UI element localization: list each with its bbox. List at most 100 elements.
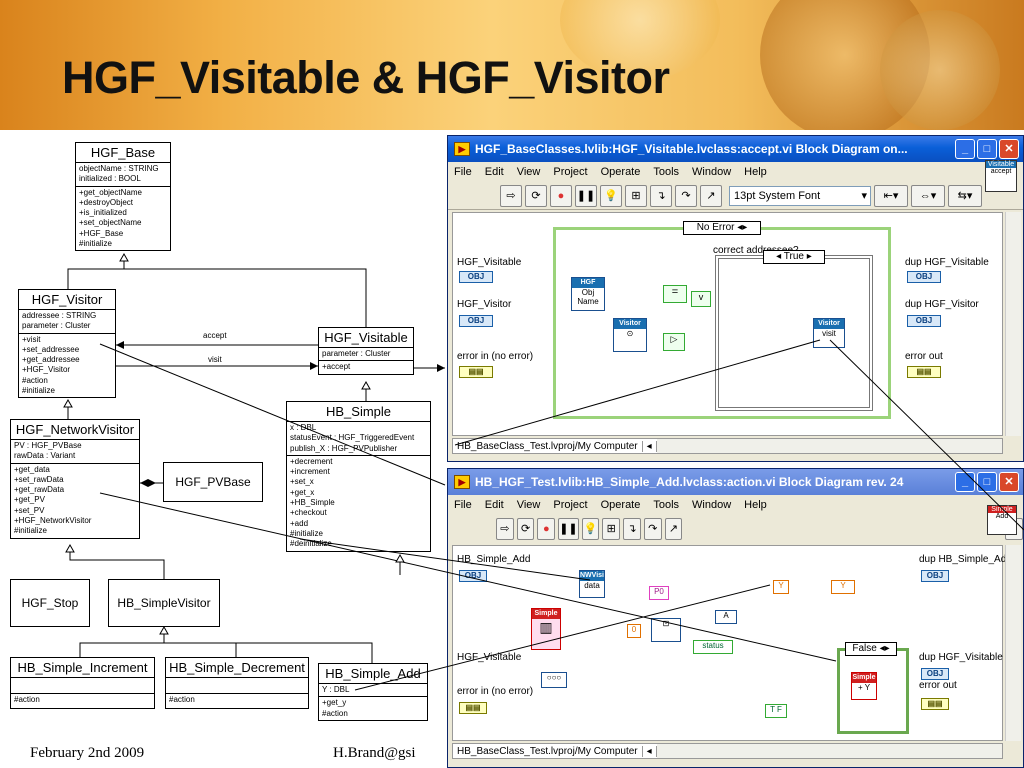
run-continuously-icon[interactable]: ⟳ [525, 184, 547, 207]
generalization-simplevisitor [69, 545, 165, 579]
error-cluster-node[interactable]: ○○○ [541, 672, 567, 688]
step-over-icon[interactable]: ↷ [675, 184, 697, 207]
minimize-button[interactable]: _ [955, 472, 975, 492]
class-attributes: Y : DBL [319, 684, 427, 698]
equal-comparison-node[interactable]: = [663, 285, 687, 303]
y-property-node-a[interactable]: Y [773, 580, 789, 594]
labview-icon: ▶ [454, 142, 470, 156]
window-title-bar[interactable]: ▶ HGF_BaseClasses.lvlib:HGF_Visitable.lv… [448, 136, 1023, 162]
numeric-constant-0[interactable]: 0 [627, 624, 641, 638]
horizontal-scrollbar[interactable] [656, 744, 1002, 758]
boolean-constant[interactable]: T F [765, 704, 787, 718]
block-diagram-window-accept[interactable]: ▶ HGF_BaseClasses.lvlib:HGF_Visitable.lv… [447, 135, 1024, 462]
case-selector-false[interactable]: False ◂▸ [845, 642, 897, 656]
menu-operate[interactable]: Operate [600, 499, 641, 511]
case-selector-true[interactable]: ◂ True ▸ [763, 250, 825, 264]
case-selector-no-error[interactable]: No Error ◂▸ [683, 221, 761, 235]
vertical-scrollbar[interactable] [1005, 545, 1021, 741]
run-arrow-icon[interactable]: ⇨ [500, 184, 522, 207]
font-select[interactable]: 13pt System Font ▾ [729, 185, 871, 206]
error-out-terminal[interactable]: ▤▤ [907, 366, 941, 378]
menu-edit[interactable]: Edit [484, 166, 504, 178]
reorder-icon[interactable]: ⇆▾ [948, 184, 982, 207]
menu-tools[interactable]: Tools [653, 499, 680, 511]
close-button[interactable]: ✕ [999, 139, 1019, 159]
obj-terminal-visitor-in[interactable]: OBJ [459, 315, 493, 327]
empty-string-check-node[interactable]: ▷ [663, 333, 685, 351]
block-diagram-window-action[interactable]: ▶ HB_HGF_Test.lvlib:HB_Simple_Add.lvclas… [447, 468, 1024, 768]
error-in-terminal[interactable]: ▤▤ [459, 366, 493, 378]
menu-view[interactable]: View [516, 166, 541, 178]
menu-project[interactable]: Project [553, 166, 588, 178]
menu-window[interactable]: Window [692, 499, 732, 511]
close-button[interactable]: ✕ [999, 472, 1019, 492]
run-arrow-icon[interactable]: ⇨ [496, 518, 514, 540]
menu-operate[interactable]: Operate [600, 166, 641, 178]
retain-wire-values-icon[interactable]: ⊞ [625, 184, 647, 207]
unbundle-a-node[interactable]: A [715, 610, 737, 624]
maximize-button[interactable]: □ [977, 139, 997, 159]
menu-edit[interactable]: Edit [484, 499, 504, 511]
status-unbundle[interactable]: status [693, 640, 733, 654]
hgf-base-get-name-node[interactable]: HGF Base Obj Name [571, 277, 605, 311]
menu-help[interactable]: Help [744, 166, 767, 178]
operation: #action [322, 708, 348, 718]
pause-icon[interactable]: ❚❚ [575, 184, 597, 207]
menu-help[interactable]: Help [744, 499, 767, 511]
obj-terminal-visitable-out[interactable]: OBJ [921, 668, 949, 680]
simple-add-y-node[interactable]: Simple + Y [851, 672, 877, 700]
menu-tools[interactable]: Tools [653, 166, 680, 178]
visitor-visit-node[interactable]: Visitor visit [813, 318, 845, 348]
error-in-terminal[interactable]: ▤▤ [459, 702, 487, 714]
highlight-execution-icon[interactable]: 💡 [600, 184, 622, 207]
menu-view[interactable]: View [516, 499, 541, 511]
menu-project[interactable]: Project [553, 499, 588, 511]
menu-file[interactable]: File [454, 166, 472, 178]
class-operations: +visit +set_addressee +get_addressee +HG… [19, 334, 115, 398]
y-property-node-b[interactable]: Y [831, 580, 855, 594]
run-continuously-icon[interactable]: ⟳ [516, 518, 535, 540]
align-objects-icon[interactable]: ⇤▾ [874, 184, 908, 207]
uml-class-hb-simple-increment: HB_Simple_Increment #action [10, 657, 155, 709]
simple-class-constant[interactable]: Simple ▥ [531, 608, 561, 650]
diagram-canvas[interactable]: HGF_Visitable OBJ HGF_Visitor OBJ error … [452, 212, 1003, 436]
obj-terminal-out[interactable]: OBJ [921, 570, 949, 582]
or-node[interactable]: v [691, 291, 711, 307]
abort-icon[interactable]: ● [550, 184, 572, 207]
obj-terminal-visitor-out[interactable]: OBJ [907, 315, 941, 327]
string-constant-p0[interactable]: P0 [649, 586, 669, 600]
variant-to-data-node[interactable]: ⊡ [651, 618, 681, 642]
scroll-left-icon[interactable]: ◂ [643, 745, 657, 757]
distribute-objects-icon[interactable]: ⇔▾ [911, 184, 945, 207]
highlight-execution-icon[interactable]: 💡 [581, 518, 600, 540]
operation: +visit [22, 334, 41, 344]
window-title: HB_HGF_Test.lvlib:HB_Simple_Add.lvclass:… [475, 475, 904, 489]
minimize-button[interactable]: _ [955, 139, 975, 159]
attribute: initialized : BOOL [79, 174, 141, 184]
step-out-icon[interactable]: ↗ [664, 518, 683, 540]
vi-icon-top: Visitable [986, 161, 1016, 168]
horizontal-scrollbar[interactable] [656, 439, 1002, 453]
error-out-terminal[interactable]: ▤▤ [921, 698, 949, 710]
pause-icon[interactable]: ❚❚ [558, 518, 579, 540]
step-out-icon[interactable]: ↗ [700, 184, 722, 207]
menu-window[interactable]: Window [692, 166, 732, 178]
visitor-get-addressee-node[interactable]: Visitor ⊙ [613, 318, 647, 352]
step-into-icon[interactable]: ↴ [650, 184, 672, 207]
window-title-bar[interactable]: ▶ HB_HGF_Test.lvlib:HB_Simple_Add.lvclas… [448, 469, 1023, 495]
step-into-icon[interactable]: ↴ [623, 518, 641, 540]
abort-icon[interactable]: ● [537, 518, 556, 540]
obj-terminal-in[interactable]: OBJ [459, 271, 493, 283]
obj-terminal-in[interactable]: OBJ [459, 570, 487, 582]
maximize-button[interactable]: □ [977, 472, 997, 492]
diagram-canvas[interactable]: HB_Simple_Add OBJ HGF_Visitable error in… [452, 545, 1012, 741]
retain-wire-values-icon[interactable]: ⊞ [602, 518, 621, 540]
addressee-case-structure[interactable] [715, 255, 873, 411]
uml-class-hb-simple: HB_Simple x : DBL statusEvent : HGF_Trig… [286, 401, 431, 552]
step-over-icon[interactable]: ↷ [643, 518, 662, 540]
menu-file[interactable]: File [454, 499, 472, 511]
nwvisit-node[interactable]: NWVisit data [579, 570, 605, 598]
vertical-scrollbar[interactable] [1005, 212, 1021, 436]
scroll-left-icon[interactable]: ◂ [643, 440, 657, 452]
obj-terminal-out[interactable]: OBJ [907, 271, 941, 283]
